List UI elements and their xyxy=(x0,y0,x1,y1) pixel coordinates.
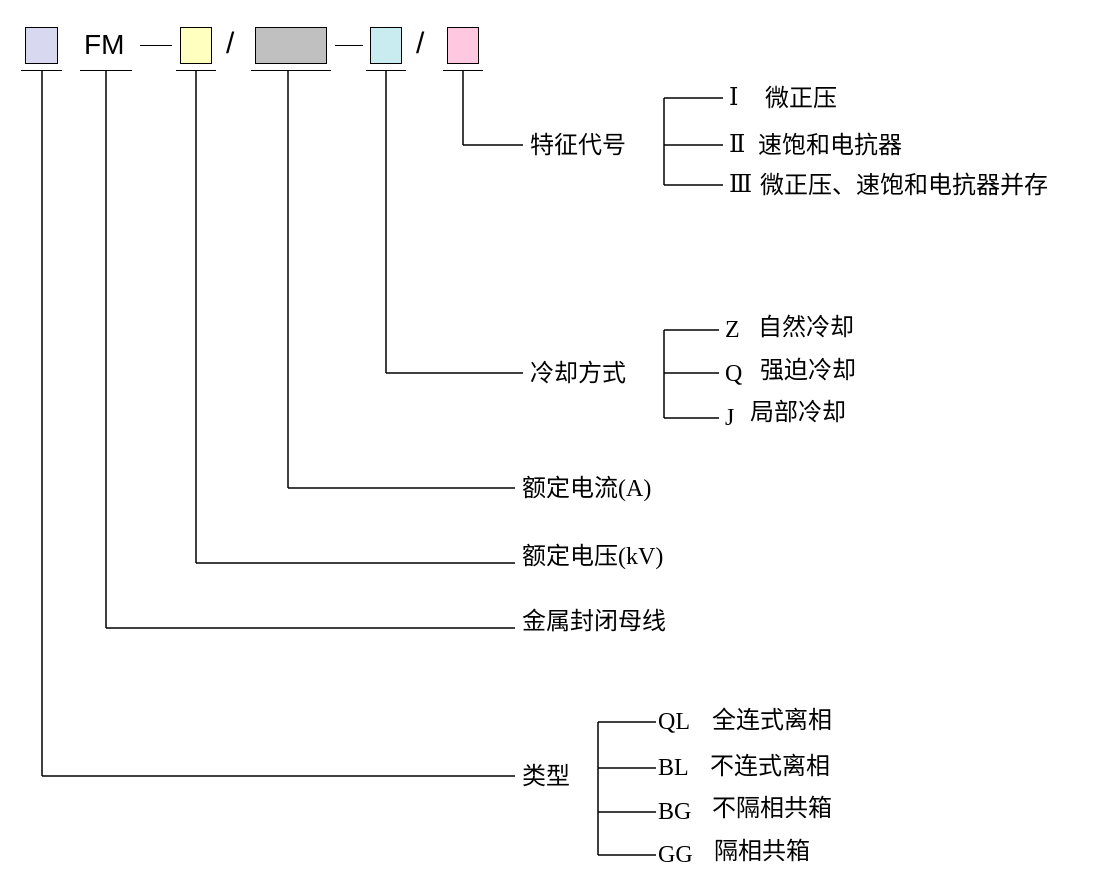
type-option-code: BG xyxy=(658,799,692,825)
feature-option-code: Ⅱ xyxy=(729,132,746,158)
prefix-label: 金属封闭母线 xyxy=(522,607,666,635)
cooling-box xyxy=(370,27,402,64)
voltage-label: 额定电压(kV) xyxy=(522,541,663,572)
feature-option-code: Ⅰ xyxy=(729,85,739,111)
type-option-text: 不连式离相 xyxy=(710,752,830,780)
prefix-code: FM xyxy=(84,29,125,60)
cooling-option-text: 自然冷却 xyxy=(758,313,854,341)
feature-option-text: 速饱和电抗器 xyxy=(758,131,902,159)
dash-1 xyxy=(140,45,172,46)
type-option-text: 不隔相共箱 xyxy=(712,794,832,822)
cooling-option-text: 局部冷却 xyxy=(750,398,846,426)
cooling-box-underline xyxy=(366,70,406,71)
voltage-label-text: 额定电压 xyxy=(522,542,618,570)
feature-box xyxy=(447,27,479,64)
type-box-underline xyxy=(21,70,62,71)
feature-option-text: 微正压 xyxy=(765,84,837,112)
voltage-unit: (kV) xyxy=(618,544,664,570)
cooling-option-code: Z xyxy=(725,317,740,343)
type-box xyxy=(25,27,58,64)
type-label: 类型 xyxy=(522,762,570,790)
cooling-label: 冷却方式 xyxy=(530,359,626,387)
feature-box-underline xyxy=(443,70,483,71)
current-label-text: 额定电流 xyxy=(522,474,618,502)
cooling-option-code: J xyxy=(725,405,735,431)
current-unit: (A) xyxy=(618,476,652,502)
separator-1: / xyxy=(226,27,235,60)
dash-2 xyxy=(335,45,363,46)
current-box-underline xyxy=(251,70,331,71)
separator-2: / xyxy=(416,27,425,60)
voltage-box-underline xyxy=(176,70,216,71)
cooling-option-code: Q xyxy=(725,361,743,387)
feature-option-text: 微正压、速饱和电抗器并存 xyxy=(760,171,1048,199)
voltage-box xyxy=(180,27,212,64)
feature-option-code: Ⅲ xyxy=(729,172,753,198)
cooling-option-text: 强迫冷却 xyxy=(760,356,856,384)
type-option-code: GG xyxy=(658,842,693,868)
type-option-text: 全连式离相 xyxy=(712,706,832,734)
type-option-code: BL xyxy=(658,755,689,781)
current-box xyxy=(255,27,327,64)
current-label: 额定电流(A) xyxy=(522,473,651,504)
prefix-underline xyxy=(80,70,132,71)
type-option-text: 隔相共箱 xyxy=(714,837,810,865)
feature-label: 特征代号 xyxy=(530,131,626,159)
type-option-code: QL xyxy=(658,709,690,735)
